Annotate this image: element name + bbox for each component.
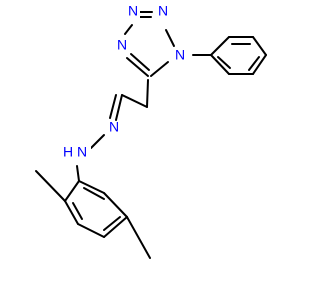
bond-ch-n: [115, 94, 123, 121]
bonds: [35, 11, 267, 259]
bond-methyl-meta: [126, 216, 151, 259]
bond-methyl-ortho: [35, 170, 66, 202]
bond-ring2-e: [103, 192, 128, 218]
bond-c5-ch2: [146, 79, 149, 108]
hydrazone-n-imine-label: N: [107, 119, 121, 135]
hydrazone-nh-label: H N: [61, 144, 91, 160]
bond-ring2-a: [64, 180, 80, 202]
bond-tetrazole-c5-n1: [150, 61, 169, 77]
tetrazole-n-top-right-label: N: [156, 3, 170, 19]
bond-phenyl1-a: [210, 36, 230, 56]
bond-phenyl1-f: [210, 54, 230, 75]
bond-tetrazole-n1-n2: [165, 29, 175, 47]
tetrazole-n-left-label: N: [115, 37, 129, 53]
chemical-structure-diagram: N N N N N H N: [35, 3, 267, 259]
bond-ch2-ch: [121, 94, 148, 108]
hydrazone-n-imine-text: N: [109, 119, 119, 135]
bond-tetrazole-n3-n4: [124, 24, 133, 35]
hydrazone-nh-n-text: N: [77, 144, 87, 160]
bond-ring2-inner-2: [103, 216, 121, 231]
bond-phenyl1-inner-2: [248, 56, 260, 71]
tetrazole-n-left-text: N: [117, 37, 127, 53]
bond-phenyl1-c: [252, 36, 267, 56]
bond-tetrazole-n4-c5: [126, 57, 149, 77]
bond-ring2-b: [64, 200, 79, 225]
bond-n-nh: [90, 134, 105, 149]
tetrazole-n-substituted-text: N: [175, 47, 185, 63]
bond-phenyl1-inner-3: [217, 56, 231, 69]
bond-ring2-f: [78, 180, 105, 194]
bond-nh-ring: [76, 165, 80, 182]
tetrazole-n-top-left-label: N: [126, 3, 140, 19]
bond-ring2-d: [103, 216, 128, 238]
bond-phenyl1-d: [252, 54, 267, 75]
bond-tetrazole-n4-c5-inner: [130, 53, 150, 71]
tetrazole-n-top-left-text: N: [128, 3, 138, 19]
bond-ring2-inner-1: [72, 202, 83, 220]
tetrazole-n-substituted-label: N: [172, 47, 188, 64]
tetrazole-n-top-right-text: N: [158, 3, 168, 19]
hydrazone-nh-h-text: H: [63, 144, 73, 160]
bond-ring2-inner-3: [83, 187, 105, 200]
bond-ring2-c: [77, 223, 105, 238]
atom-labels: N N N N N H N: [61, 3, 188, 160]
bond-ch-n-inner: [109, 94, 117, 119]
